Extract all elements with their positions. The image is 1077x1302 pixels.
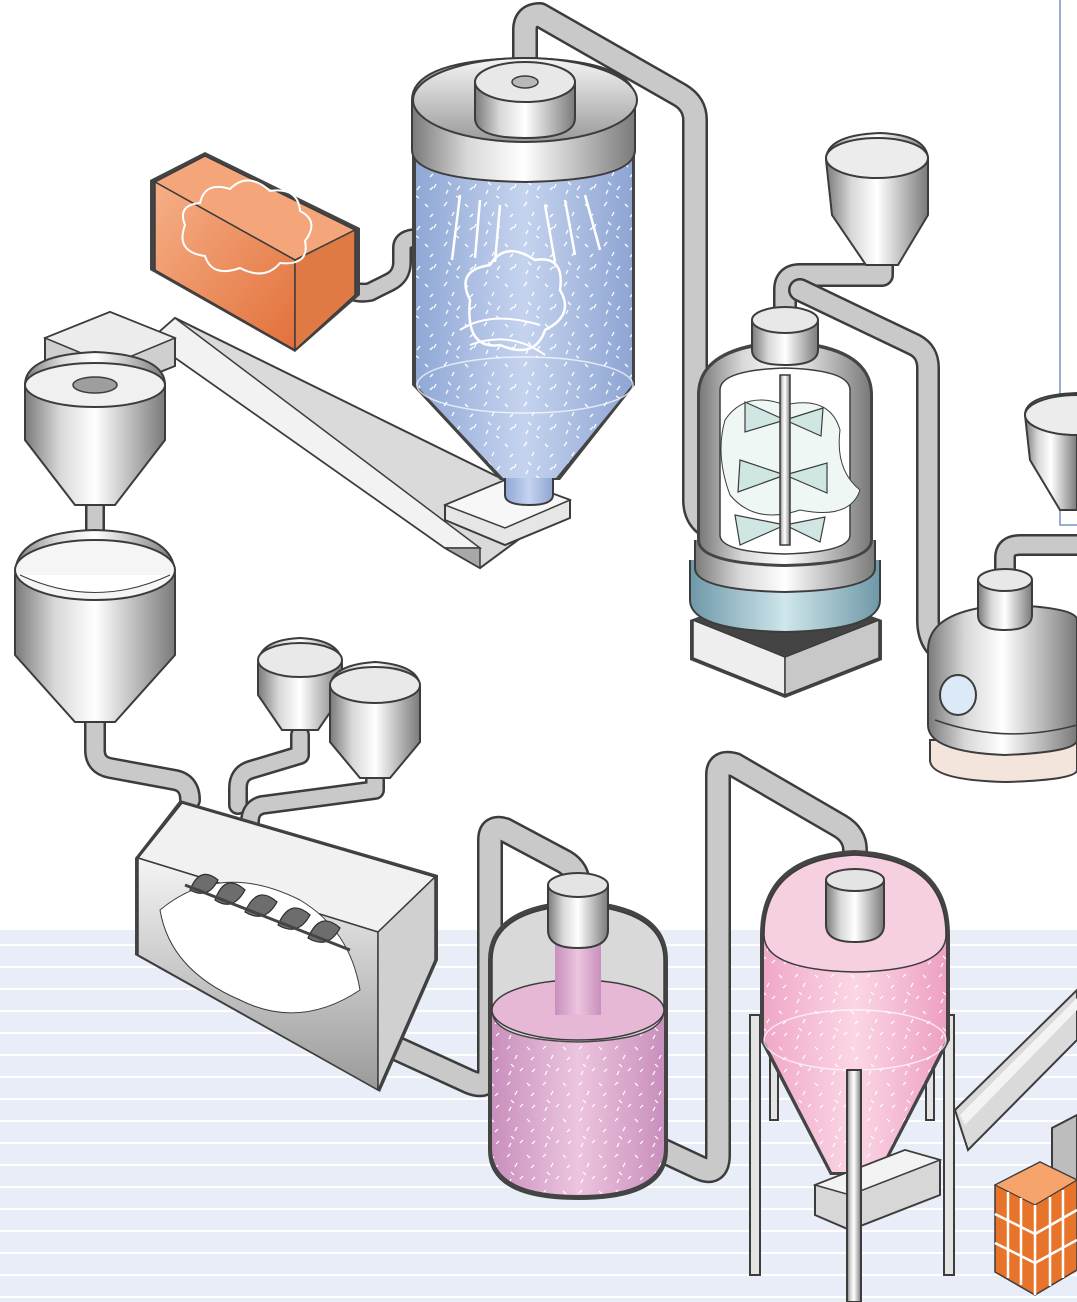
- glass-agitator-vessel: [690, 307, 882, 698]
- pink-reactor-vessel: [488, 873, 668, 1200]
- right-processing-vessel: [928, 569, 1077, 782]
- spray-dryer-tower: [412, 58, 637, 505]
- agitator-feed-hopper: [826, 133, 928, 265]
- orange-crate-stack: [995, 1162, 1077, 1295]
- small-feed-hopper-2: [330, 662, 420, 778]
- hopper-upper-left: [25, 312, 175, 505]
- right-feed-hopper: [1025, 393, 1077, 510]
- hopper-lower-left: [15, 530, 175, 722]
